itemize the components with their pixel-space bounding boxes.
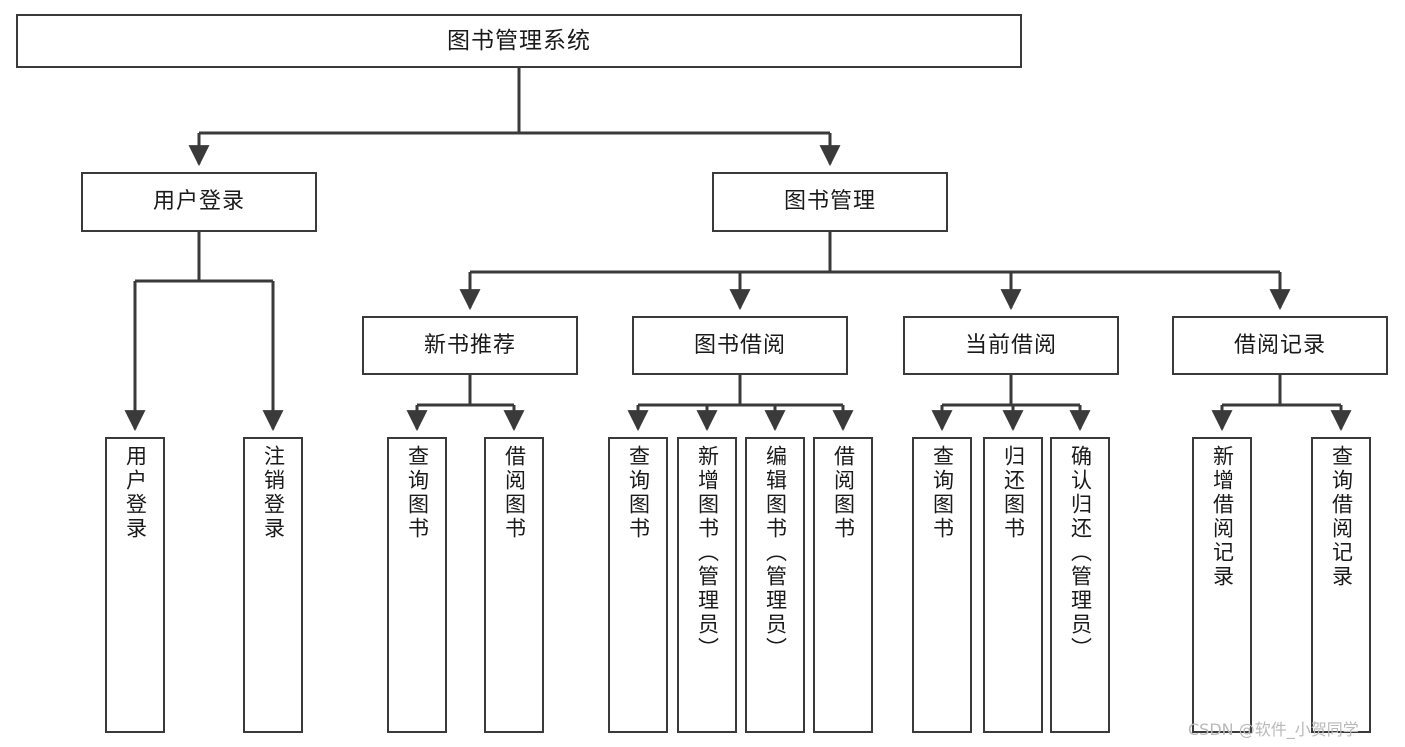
node-leaf-user-login-label: 用户登录	[123, 445, 148, 541]
node-leaf-borrow-book-2[interactable]: 借阅图书	[813, 437, 873, 733]
node-current-borrow[interactable]: 当前借阅	[903, 316, 1119, 375]
node-borrow-record-label: 借阅记录	[1233, 332, 1326, 358]
node-root-label: 图书管理系统	[447, 27, 591, 54]
node-leaf-logout[interactable]: 注销登录	[243, 437, 303, 733]
node-book-management[interactable]: 图书管理	[712, 172, 948, 232]
node-leaf-edit-book[interactable]: 编辑图书（管理员）	[745, 437, 805, 733]
node-leaf-confirm-return-label: 确认归还（管理员）	[1068, 445, 1093, 661]
node-leaf-query-borrow-record[interactable]: 查询借阅记录	[1311, 437, 1371, 733]
node-book-borrow[interactable]: 图书借阅	[632, 316, 848, 375]
node-leaf-add-book[interactable]: 新增图书（管理员）	[677, 437, 737, 733]
watermark: CSDN @软件_小贺同学	[1188, 720, 1359, 739]
node-leaf-query-book-2[interactable]: 查询图书	[608, 437, 668, 733]
node-user-login-label: 用户登录	[152, 189, 245, 215]
node-leaf-return-book-label: 归还图书	[1001, 445, 1026, 541]
node-leaf-borrow-book-2-label: 借阅图书	[831, 445, 856, 541]
node-book-borrow-label: 图书借阅	[693, 332, 786, 358]
node-leaf-add-borrow-record-label: 新增借阅记录	[1210, 445, 1235, 589]
node-leaf-query-book-1-label: 查询图书	[405, 445, 430, 541]
node-leaf-query-book-1[interactable]: 查询图书	[387, 437, 447, 733]
node-leaf-return-book[interactable]: 归还图书	[983, 437, 1043, 733]
node-new-book-recommend[interactable]: 新书推荐	[362, 316, 578, 375]
node-leaf-query-book-3-label: 查询图书	[930, 445, 955, 541]
node-leaf-add-book-label: 新增图书（管理员）	[695, 445, 720, 661]
node-leaf-borrow-book-1-label: 借阅图书	[502, 445, 527, 541]
node-leaf-add-borrow-record[interactable]: 新增借阅记录	[1192, 437, 1252, 733]
node-leaf-query-book-2-label: 查询图书	[626, 445, 651, 541]
node-user-login[interactable]: 用户登录	[81, 172, 317, 232]
node-borrow-record[interactable]: 借阅记录	[1172, 316, 1388, 375]
node-leaf-query-book-3[interactable]: 查询图书	[912, 437, 972, 733]
node-new-book-recommend-label: 新书推荐	[423, 332, 516, 358]
node-leaf-borrow-book-1[interactable]: 借阅图书	[484, 437, 544, 733]
node-leaf-query-borrow-record-label: 查询借阅记录	[1329, 445, 1354, 589]
node-leaf-confirm-return[interactable]: 确认归还（管理员）	[1050, 437, 1110, 733]
node-book-management-label: 图书管理	[783, 189, 876, 215]
node-leaf-edit-book-label: 编辑图书（管理员）	[763, 445, 788, 661]
node-leaf-user-login[interactable]: 用户登录	[105, 437, 165, 733]
node-root[interactable]: 图书管理系统	[16, 14, 1022, 68]
node-leaf-logout-label: 注销登录	[261, 445, 286, 541]
node-current-borrow-label: 当前借阅	[964, 332, 1057, 358]
